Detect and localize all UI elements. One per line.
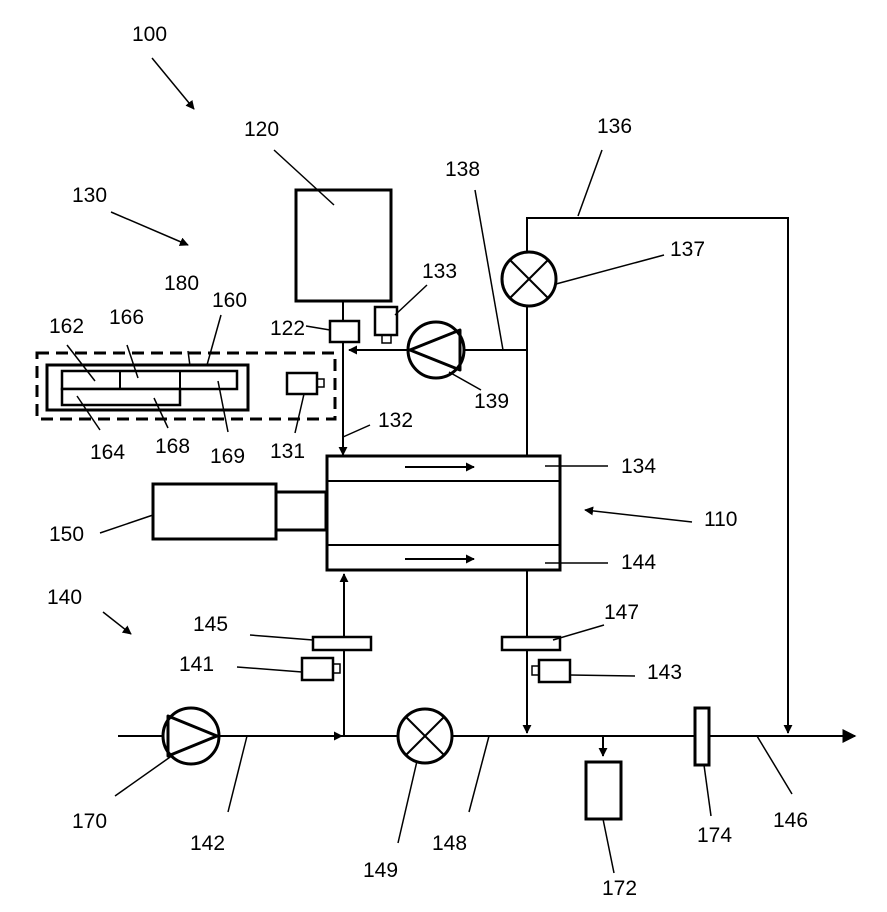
label-169: 169 [210, 445, 245, 468]
label-150: 150 [49, 523, 84, 546]
bypass-line-136 [527, 218, 788, 733]
label-141: 141 [179, 653, 214, 676]
collector-172 [586, 762, 621, 819]
label-170: 170 [72, 810, 107, 833]
label-120: 120 [244, 118, 279, 141]
valve-149-icon [398, 709, 452, 763]
label-168: 168 [155, 435, 190, 458]
label-180: 180 [164, 272, 199, 295]
label-146: 146 [773, 809, 808, 832]
label-148: 148 [432, 832, 467, 855]
label-100: 100 [132, 23, 167, 46]
label-144: 144 [621, 551, 656, 574]
sensor-131 [287, 373, 317, 394]
label-147: 147 [604, 601, 639, 624]
sensor-174 [695, 708, 709, 765]
label-149: 149 [363, 859, 398, 882]
sensor-141 [302, 658, 333, 680]
label-122: 122 [270, 317, 305, 340]
motor-150 [153, 484, 276, 539]
label-164: 164 [90, 441, 125, 464]
tank-120 [296, 190, 391, 301]
label-174: 174 [697, 824, 732, 847]
label-110: 110 [704, 508, 737, 531]
label-162: 162 [49, 315, 84, 338]
motor-shaft [276, 492, 326, 530]
filter-145 [313, 637, 371, 650]
label-133: 133 [422, 260, 457, 283]
label-136: 136 [597, 115, 632, 138]
label-140: 140 [47, 586, 82, 609]
label-138: 138 [445, 158, 480, 181]
label-139: 139 [474, 390, 509, 413]
label-131: 131 [270, 440, 305, 463]
label-166: 166 [109, 306, 144, 329]
component-160 [62, 371, 237, 389]
filter-147 [502, 637, 560, 650]
sensor-133 [375, 307, 397, 335]
label-130: 130 [72, 184, 107, 207]
valve-137-icon [502, 252, 556, 306]
label-145: 145 [193, 613, 228, 636]
device-110 [327, 456, 560, 570]
sensor-143 [539, 660, 570, 682]
pump-139-icon [408, 322, 464, 378]
label-172: 172 [602, 877, 637, 900]
label-142: 142 [190, 832, 225, 855]
sensor-122 [330, 321, 359, 342]
label-134: 134 [621, 455, 656, 478]
label-137: 137 [670, 238, 705, 261]
component-164-168 [62, 389, 180, 405]
label-160: 160 [212, 289, 247, 312]
label-143: 143 [647, 661, 682, 684]
label-132: 132 [378, 409, 413, 432]
